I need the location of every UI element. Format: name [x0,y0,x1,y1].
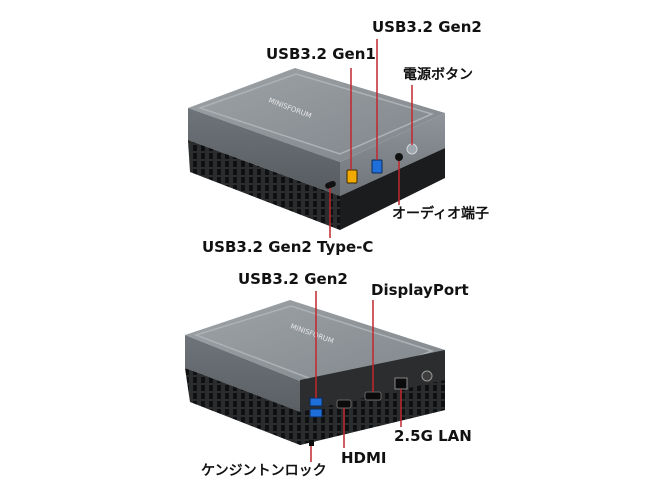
front-usb-typec-port [325,180,336,189]
rear-hdmi-port [336,399,352,409]
front-device-vent [188,140,340,230]
front-device-side [188,108,340,196]
label-usb-typec: USB3.2 Gen2 Type-C [202,238,374,256]
label-hdmi: HDMI [341,449,387,467]
rear-leader-lines [310,291,402,462]
rear-lan-port [394,377,408,390]
rear-kensington-slot [309,440,314,446]
label-front-usb-gen2: USB3.2 Gen2 [372,18,482,36]
label-kensington-lock: ケンジントンロック [201,463,327,479]
rear-device-side [185,335,335,428]
front-power-button [406,143,418,155]
front-leader-lines [329,39,413,238]
rear-displayport-port [364,391,382,401]
front-audio-jack [395,153,403,161]
label-power-button: 電源ボタン [403,67,473,83]
label-displayport: DisplayPort [371,281,469,299]
label-lan: 2.5G LAN [394,427,472,445]
front-device: MINISFORUM [188,68,445,230]
front-device-top [188,68,445,162]
label-rear-usb-gen2: USB3.2 Gen2 [238,270,348,288]
rear-dc-in [421,370,433,382]
rear-device: MINISFORUM [185,300,445,446]
rear-usb-gen2-port-2 [309,408,323,418]
label-audio-jack: オーディオ端子 [392,206,490,222]
front-usb-gen2-port [371,159,383,174]
front-device-front [340,113,445,196]
label-front-usb-gen1: USB3.2 Gen1 [266,45,376,63]
front-usb-gen1-port [346,169,358,184]
rear-usb-gen2-port-1 [309,397,323,407]
